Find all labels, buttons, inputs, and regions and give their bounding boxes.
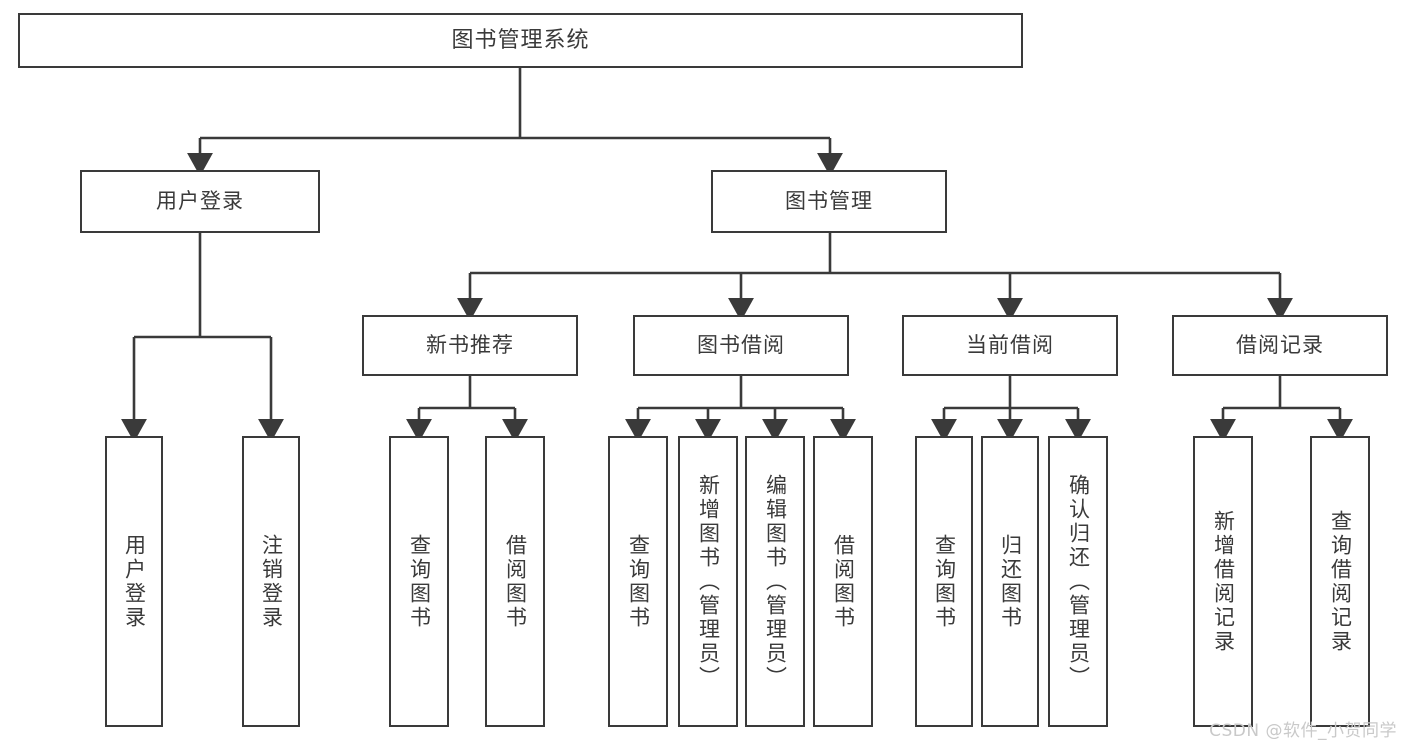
node-leaf-return-book[interactable]: 归还图书 <box>981 436 1039 727</box>
node-leaf-query-record-label: 查询借阅记录 <box>1328 509 1353 654</box>
node-leaf-query-book-3-label: 查询图书 <box>932 533 957 630</box>
node-book-borrow[interactable]: 图书借阅 <box>633 315 849 376</box>
node-leaf-borrow-book-1-label: 借阅图书 <box>503 533 528 630</box>
node-borrow-record-label: 借阅记录 <box>1236 333 1324 358</box>
node-leaf-user-logout-label: 注销登录 <box>259 533 284 630</box>
node-leaf-edit-book-label: 编辑图书（管理员） <box>763 473 788 690</box>
node-leaf-query-book-2[interactable]: 查询图书 <box>608 436 668 727</box>
node-new-book-rec-label: 新书推荐 <box>426 333 514 358</box>
node-leaf-borrow-book-2-label: 借阅图书 <box>831 533 856 630</box>
node-leaf-user-logout[interactable]: 注销登录 <box>242 436 300 727</box>
node-leaf-user-login[interactable]: 用户登录 <box>105 436 163 727</box>
node-root-label: 图书管理系统 <box>451 27 590 53</box>
watermark-text: CSDN @软件_小贺同学 <box>1209 721 1397 741</box>
node-book-manage-label: 图书管理 <box>785 189 873 214</box>
node-leaf-add-record-label: 新增借阅记录 <box>1211 509 1236 654</box>
node-leaf-query-record[interactable]: 查询借阅记录 <box>1310 436 1370 727</box>
node-leaf-query-book-1[interactable]: 查询图书 <box>389 436 449 727</box>
node-leaf-edit-book[interactable]: 编辑图书（管理员） <box>745 436 805 727</box>
node-current-borrow-label: 当前借阅 <box>966 333 1054 358</box>
node-leaf-confirm-return[interactable]: 确认归还（管理员） <box>1048 436 1108 727</box>
node-leaf-user-login-label: 用户登录 <box>122 533 147 630</box>
node-root[interactable]: 图书管理系统 <box>18 13 1023 68</box>
node-user-login-label: 用户登录 <box>156 189 244 214</box>
node-borrow-record[interactable]: 借阅记录 <box>1172 315 1388 376</box>
node-leaf-add-book-label: 新增图书（管理员） <box>696 473 721 690</box>
node-book-manage[interactable]: 图书管理 <box>711 170 947 233</box>
node-leaf-return-book-label: 归还图书 <box>998 533 1023 630</box>
node-leaf-query-book-1-label: 查询图书 <box>407 533 432 630</box>
node-leaf-add-book[interactable]: 新增图书（管理员） <box>678 436 738 727</box>
node-user-login[interactable]: 用户登录 <box>80 170 320 233</box>
node-leaf-query-book-3[interactable]: 查询图书 <box>915 436 973 727</box>
node-leaf-borrow-book-1[interactable]: 借阅图书 <box>485 436 545 727</box>
node-current-borrow[interactable]: 当前借阅 <box>902 315 1118 376</box>
node-leaf-borrow-book-2[interactable]: 借阅图书 <box>813 436 873 727</box>
node-leaf-add-record[interactable]: 新增借阅记录 <box>1193 436 1253 727</box>
node-leaf-query-book-2-label: 查询图书 <box>626 533 651 630</box>
node-leaf-confirm-return-label: 确认归还（管理员） <box>1066 473 1091 690</box>
node-new-book-rec[interactable]: 新书推荐 <box>362 315 578 376</box>
node-book-borrow-label: 图书借阅 <box>697 333 785 358</box>
